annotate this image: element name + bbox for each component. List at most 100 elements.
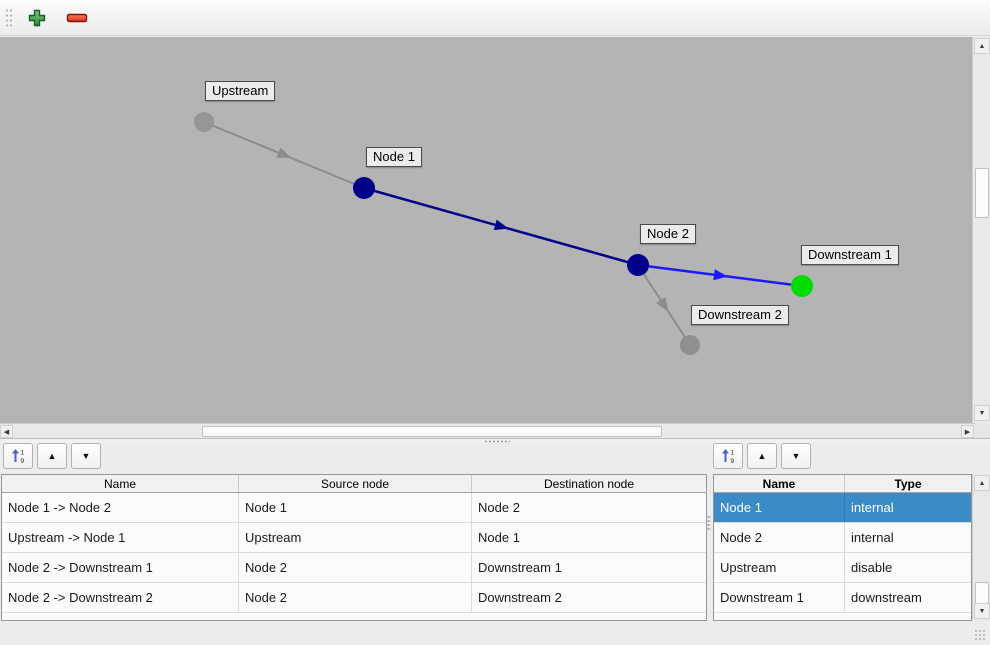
scrollbar-corner	[975, 423, 990, 438]
up-arrow-icon: ▲	[978, 479, 986, 487]
svg-text:9: 9	[21, 458, 25, 464]
table-cell[interactable]: Downstream 1	[714, 583, 845, 612]
table-cell[interactable]: Node 1	[239, 493, 472, 522]
table-cell[interactable]: internal	[851, 500, 894, 515]
table-cell[interactable]: Downstream 2	[478, 590, 562, 605]
table-cell[interactable]: Upstream -> Node 1	[2, 523, 239, 552]
table-row[interactable]: Upstream disable	[714, 553, 971, 583]
toolbar-grip[interactable]	[4, 6, 12, 29]
up-arrow-icon: ▲	[978, 42, 986, 50]
table-cell[interactable]: Node 2	[478, 500, 520, 515]
table-cell[interactable]: Node 1	[478, 530, 520, 545]
table-row[interactable]: Downstream 1 downstream	[714, 583, 971, 613]
scroll-left-button[interactable]: ◀	[0, 425, 13, 438]
panel-splitter[interactable]	[0, 438, 990, 443]
sort-nodes-button[interactable]: 1 9	[713, 443, 743, 469]
node-label[interactable]: Node 1	[366, 147, 422, 167]
node-table-scrollbar[interactable]: ▲ ▼	[972, 474, 990, 621]
edge-table-header: Name Source node Destination node	[2, 475, 706, 493]
empty-row	[2, 613, 706, 620]
table-cell[interactable]: Node 2 -> Downstream 2	[2, 583, 239, 612]
window-resize-grip[interactable]	[974, 629, 987, 642]
svg-text:9: 9	[731, 458, 735, 464]
graph-vertical-scrollbar[interactable]: ▲ ▼	[972, 37, 990, 423]
add-button[interactable]	[22, 3, 52, 33]
edge-table: Name Source node Destination node Node 1…	[1, 474, 707, 621]
scroll-down-button[interactable]: ▼	[974, 405, 990, 421]
table-cell[interactable]: Node 2	[239, 553, 472, 582]
move-node-up-button[interactable]: ▲	[747, 443, 777, 469]
toolbar	[0, 0, 990, 36]
graph-node[interactable]	[627, 254, 649, 276]
scroll-down-button[interactable]: ▼	[974, 603, 990, 619]
svg-text:1: 1	[731, 450, 735, 457]
sort-ascending-icon: 1 9	[12, 449, 25, 464]
node-table-toolbar: 1 9 ▲ ▼	[713, 443, 811, 469]
vertical-scrollbar-thumb[interactable]	[975, 582, 989, 604]
column-header-name[interactable]: Name	[714, 475, 845, 492]
column-header-type[interactable]: Type	[894, 476, 922, 491]
table-cell[interactable]: Upstream	[239, 523, 472, 552]
table-cell[interactable]: Node 2	[714, 523, 845, 552]
table-cell[interactable]: downstream	[851, 590, 922, 605]
node-table-header: Name Type	[714, 475, 971, 493]
right-arrow-icon: ▶	[964, 428, 971, 436]
sort-ascending-icon: 1 9	[722, 449, 735, 464]
move-edge-down-button[interactable]: ▼	[71, 443, 101, 469]
remove-button[interactable]	[62, 3, 92, 33]
svg-text:1: 1	[21, 450, 25, 457]
table-cell[interactable]: disable	[851, 560, 893, 575]
table-row[interactable]: Node 2 internal	[714, 523, 971, 553]
table-cell[interactable]: Upstream	[714, 553, 845, 582]
table-cell[interactable]: Node 2	[239, 583, 472, 612]
table-cell[interactable]: internal	[851, 530, 894, 545]
column-header-destination-node[interactable]: Destination node	[543, 476, 635, 491]
bottom-panel: 1 9 ▲ ▼ 1 9 ▲ ▼ Name	[0, 443, 990, 645]
up-arrow-icon: ▲	[47, 451, 57, 461]
table-cell[interactable]: Node 1 -> Node 2	[2, 493, 239, 522]
minus-icon	[66, 13, 88, 22]
table-cell[interactable]: Downstream 1	[478, 560, 562, 575]
graph-horizontal-scrollbar[interactable]: ◀ ▶	[0, 423, 975, 438]
edge-arrowhead-icon	[493, 219, 509, 231]
edge-arrowhead-icon	[713, 269, 728, 281]
column-header-name[interactable]: Name	[2, 475, 239, 492]
node-label[interactable]: Upstream	[205, 81, 276, 101]
edge-arrowhead-icon	[656, 296, 669, 312]
graph-node[interactable]	[791, 275, 813, 297]
node-label[interactable]: Downstream 1	[801, 245, 899, 265]
horizontal-scrollbar-thumb[interactable]	[202, 426, 662, 437]
vertical-scrollbar-thumb[interactable]	[975, 168, 989, 218]
graph-node[interactable]	[680, 335, 700, 355]
graph-node[interactable]	[194, 112, 214, 132]
up-arrow-icon: ▲	[757, 451, 767, 461]
scroll-up-button[interactable]: ▲	[974, 475, 990, 491]
graph-node[interactable]	[353, 177, 375, 199]
move-node-down-button[interactable]: ▼	[781, 443, 811, 469]
scroll-right-button[interactable]: ▶	[961, 425, 974, 438]
table-splitter-handle[interactable]	[707, 515, 711, 531]
left-arrow-icon: ◀	[3, 428, 10, 436]
down-arrow-icon: ▼	[81, 451, 91, 461]
move-edge-up-button[interactable]: ▲	[37, 443, 67, 469]
node-label[interactable]: Downstream 2	[691, 305, 789, 325]
splitter-handle-icon	[484, 440, 510, 443]
down-arrow-icon: ▼	[791, 451, 801, 461]
plus-icon	[28, 9, 46, 26]
table-cell[interactable]: Node 1	[714, 493, 845, 522]
sort-edges-button[interactable]: 1 9	[3, 443, 33, 469]
scroll-up-button[interactable]: ▲	[974, 38, 990, 54]
column-header-source-node[interactable]: Source node	[239, 475, 472, 492]
empty-row	[714, 613, 971, 620]
table-row[interactable]: Node 1 internal	[714, 493, 971, 523]
edge-arrowhead-icon	[276, 147, 292, 159]
node-label[interactable]: Node 2	[640, 224, 696, 244]
table-cell[interactable]: Node 2 -> Downstream 1	[2, 553, 239, 582]
